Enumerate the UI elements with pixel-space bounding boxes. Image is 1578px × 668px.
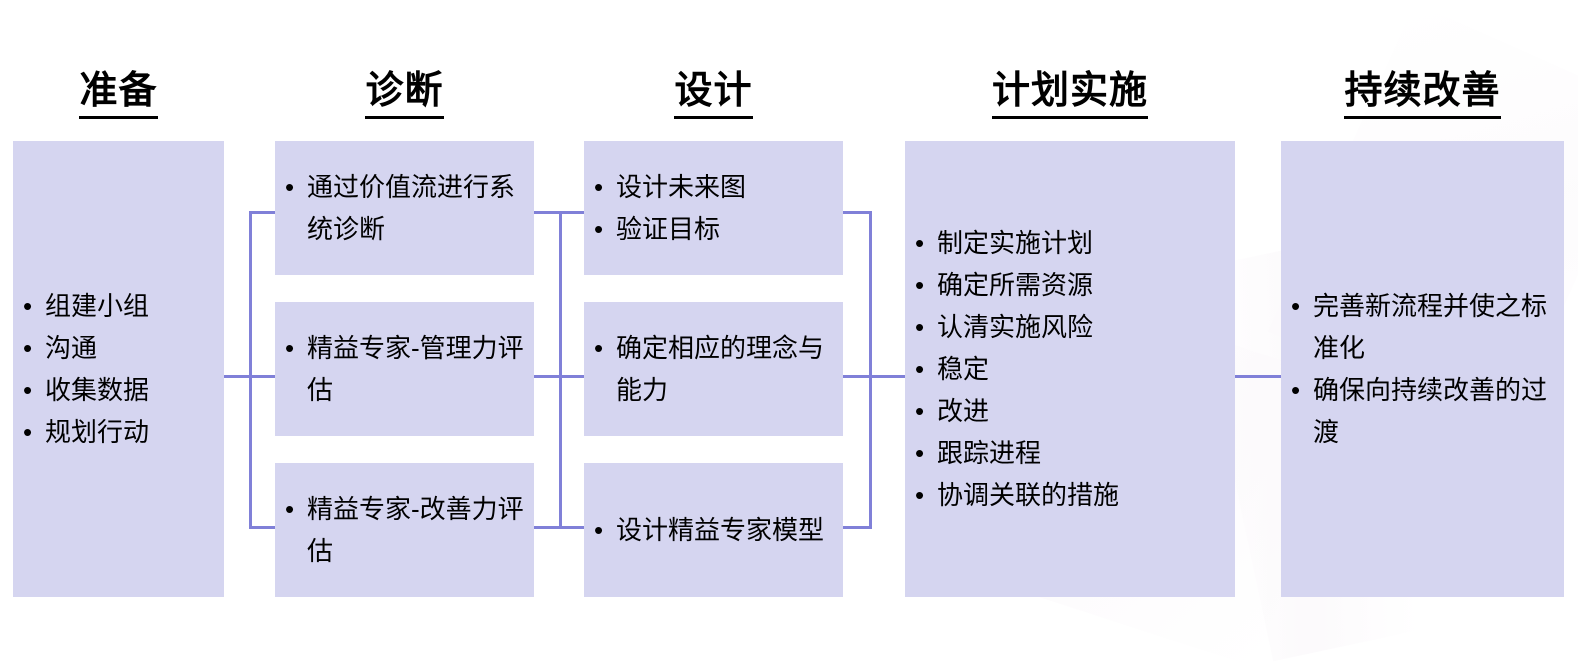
bullet-icon: • — [915, 438, 925, 469]
bullet-icon: • — [23, 290, 33, 321]
connector-design-trunk — [559, 211, 562, 529]
connector-design-out-3 — [843, 526, 870, 529]
connector-design-out-1 — [843, 211, 870, 214]
list-item-label: 精益专家-管理力评估 — [307, 332, 524, 405]
connector-diagnose-trunk — [249, 211, 252, 529]
list-item-label: 确定所需资源 — [937, 269, 1094, 300]
list-item-label: 验证目标 — [616, 214, 721, 244]
bullet-icon: • — [594, 214, 604, 244]
connector-plan-stem — [869, 375, 907, 378]
connector-diagnose-out-2 — [534, 375, 585, 378]
connector-plan-trunk — [869, 211, 872, 529]
bullet-icon: • — [23, 332, 33, 363]
list-item: • 确定所需资源 — [905, 264, 1235, 306]
column-title-diagnose: 诊断 — [275, 72, 534, 119]
list-item: • 确保向持续改善的过渡 — [1281, 369, 1564, 453]
list-item: • 稳定 — [905, 348, 1235, 390]
list-item: • 收集数据 — [13, 369, 224, 411]
list-item: • 设计未来图 — [584, 166, 843, 208]
bullet-icon: • — [915, 353, 925, 384]
bullet-icon: • — [594, 171, 604, 202]
list-item: • 验证目标 — [584, 208, 843, 250]
box-diagnose-3[interactable]: • 精益专家-改善力评估 — [275, 463, 534, 597]
list-item-label: 改进 — [937, 396, 990, 427]
list-item: • 改进 — [905, 390, 1235, 432]
list-item-label: 稳定 — [937, 353, 990, 384]
list-item-label: 认清实施风险 — [937, 311, 1094, 342]
box-design-1[interactable]: • 设计未来图 • 验证目标 — [584, 141, 843, 275]
connector-diagnose-out-1 — [534, 211, 585, 214]
list-item: • 组建小组 — [13, 285, 224, 327]
bullet-icon: • — [594, 332, 604, 363]
diagram-canvas: 准备 诊断 设计 计划实施 持续改善 • 组建小组 • 沟通 — [13, 2, 1578, 668]
list-item: • 认清实施风险 — [905, 306, 1235, 348]
bullet-icon: • — [23, 417, 33, 448]
list-item-label: 收集数据 — [45, 375, 150, 405]
connector-diagnose-branch-2 — [249, 375, 276, 378]
column-title-prepare: 准备 — [13, 72, 224, 119]
list-item: • 制定实施计划 — [905, 222, 1235, 264]
list-item-label: 确保向持续改善的过渡 — [1313, 375, 1548, 448]
column-title-plan: 计划实施 — [905, 72, 1235, 119]
connector-diagnose-branch-1 — [249, 211, 276, 214]
list-item: • 精益专家-改善力评估 — [275, 488, 534, 572]
bullet-icon: • — [1291, 290, 1301, 321]
connector-plan-to-improve — [1233, 375, 1283, 378]
connector-prepare-to-diagnose-stem — [224, 375, 251, 378]
column-title-text: 计划实施 — [991, 72, 1148, 119]
box-plan-1[interactable]: • 制定实施计划 • 确定所需资源 • 认清实施风险 • 稳定 • 改进 • 跟… — [905, 141, 1235, 597]
list-item-label: 设计未来图 — [616, 171, 747, 202]
connector-diagnose-out-3 — [534, 526, 585, 529]
list-item: • 设计精益专家模型 — [584, 509, 843, 551]
bullet-icon: • — [915, 480, 925, 511]
bullet-icon: • — [23, 375, 33, 405]
column-title-text: 准备 — [79, 72, 158, 119]
list-item-label: 确定相应的理念与能力 — [616, 332, 825, 405]
bullet-icon: • — [285, 171, 295, 202]
bullet-icon: • — [915, 311, 925, 342]
list-item-label: 协调关联的措施 — [937, 480, 1120, 511]
list-item: • 确定相应的理念与能力 — [584, 327, 843, 411]
list-item: • 精益专家-管理力评估 — [275, 327, 534, 411]
bullet-icon: • — [285, 332, 295, 363]
column-title-improve: 持续改善 — [1281, 72, 1564, 119]
box-prepare-1[interactable]: • 组建小组 • 沟通 • 收集数据 • 规划行动 — [13, 141, 224, 597]
column-title-text: 持续改善 — [1344, 72, 1501, 119]
box-diagnose-1[interactable]: • 通过价值流进行系统诊断 — [275, 141, 534, 275]
list-item: • 规划行动 — [13, 411, 224, 453]
box-improve-1[interactable]: • 完善新流程并使之标准化 • 确保向持续改善的过渡 — [1281, 141, 1564, 597]
column-title-text: 诊断 — [365, 72, 444, 119]
bullet-icon: • — [285, 493, 295, 524]
column-title-text: 设计 — [674, 72, 753, 119]
bullet-icon: • — [915, 227, 925, 258]
list-item: • 沟通 — [13, 327, 224, 369]
list-item-label: 设计精益专家模型 — [616, 514, 825, 545]
list-item: • 通过价值流进行系统诊断 — [275, 166, 534, 250]
box-design-3[interactable]: • 设计精益专家模型 — [584, 463, 843, 597]
list-item-label: 组建小组 — [45, 290, 150, 321]
list-item: • 协调关联的措施 — [905, 474, 1235, 516]
bullet-icon: • — [594, 514, 604, 545]
bullet-icon: • — [915, 396, 925, 427]
bullet-icon: • — [1291, 375, 1301, 405]
box-design-2[interactable]: • 确定相应的理念与能力 — [584, 302, 843, 436]
list-item-label: 完善新流程并使之标准化 — [1313, 290, 1548, 363]
connector-diagnose-branch-3 — [249, 526, 276, 529]
list-item: • 完善新流程并使之标准化 — [1281, 285, 1564, 369]
box-diagnose-2[interactable]: • 精益专家-管理力评估 — [275, 302, 534, 436]
list-item-label: 沟通 — [45, 332, 98, 363]
column-title-design: 设计 — [584, 72, 843, 119]
list-item-label: 规划行动 — [45, 417, 150, 448]
list-item-label: 制定实施计划 — [937, 227, 1094, 258]
list-item-label: 精益专家-改善力评估 — [307, 493, 524, 566]
bullet-icon: • — [915, 269, 925, 300]
list-item: • 跟踪进程 — [905, 432, 1235, 474]
list-item-label: 通过价值流进行系统诊断 — [307, 171, 516, 244]
connector-design-out-2 — [843, 375, 870, 378]
list-item-label: 跟踪进程 — [937, 438, 1042, 469]
